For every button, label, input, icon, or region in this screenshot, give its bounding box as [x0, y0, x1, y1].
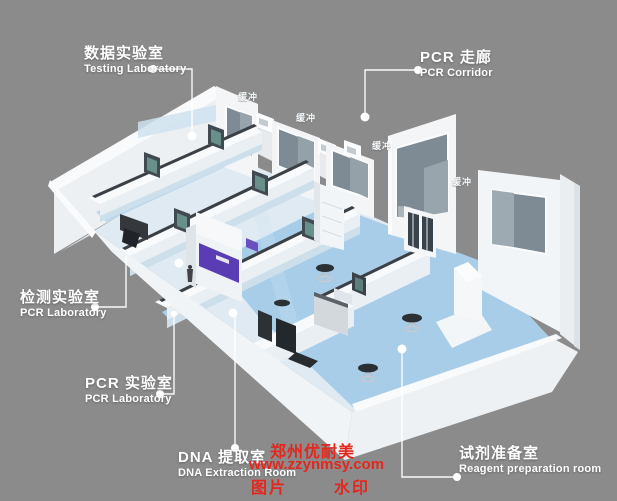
purple-panel	[199, 243, 239, 283]
label-inspection-laboratory-en: PCR Laboratory	[20, 306, 107, 319]
outer-wall-front-left	[48, 180, 352, 460]
wall-label-buffer-4: 缓冲	[452, 177, 473, 187]
watermark-tag-left: 图片	[251, 480, 288, 497]
label-pcr-corridor-en: PCR Corridor	[420, 66, 493, 79]
monitor	[144, 152, 160, 178]
label-pcr-corridor-zh: PCR 走廊	[420, 49, 492, 66]
stool	[316, 264, 334, 283]
label-pcr-laboratory-zh: PCR 实验室	[85, 375, 173, 392]
label-pcr-corridor: PCR 走廊 PCR Corridor	[420, 50, 493, 79]
label-pcr-laboratory-en: PCR Laboratory	[85, 392, 172, 405]
label-inspection-laboratory: 检测实验室 PCR Laboratory	[20, 290, 107, 319]
label-dna-extraction-room: DNA 提取室 DNA Extraction Room	[178, 450, 296, 479]
watermark-company: 郑州优耐美	[270, 444, 356, 461]
leader-lines	[95, 68, 457, 478]
monitor	[174, 208, 190, 234]
building	[48, 86, 580, 460]
stool	[274, 299, 290, 307]
electrophoresis-rack	[276, 318, 296, 354]
watermark-tag-right: 水印	[334, 480, 371, 497]
label-reagent-preparation-room-en: Reagent preparation room	[459, 462, 602, 475]
label-testing-laboratory-en: Testing Laboratory	[84, 62, 187, 75]
sink	[288, 352, 318, 368]
biosafety-cabinet	[186, 212, 258, 302]
label-dna-extraction-room-zh: DNA 提取室	[178, 449, 267, 466]
stools	[274, 264, 422, 383]
bench-row-1	[88, 124, 262, 222]
wall-label-buffer-1: 缓冲	[238, 92, 259, 102]
label-testing-laboratory-zh: 数据实验室	[84, 45, 165, 62]
person-figure	[187, 265, 193, 282]
monitor	[252, 170, 268, 196]
leader-dots	[91, 65, 461, 481]
label-testing-laboratory: 数据实验室 Testing Laboratory	[84, 46, 186, 75]
analyzer-unit	[314, 292, 348, 336]
leader-pcr-lab	[160, 314, 175, 395]
monitor	[208, 124, 224, 150]
right-wall	[478, 170, 580, 350]
electrophoresis-rack	[258, 310, 272, 342]
stool	[358, 363, 378, 383]
wall-label-buffer-3: 缓冲	[372, 141, 393, 151]
leader-inspection-lab	[95, 256, 127, 308]
bench-shelf-strip	[318, 246, 425, 298]
purple-sign	[246, 238, 258, 252]
stool	[402, 313, 422, 333]
pass-box-3	[344, 140, 361, 160]
back-left-wall	[50, 86, 224, 254]
label-pcr-laboratory: PCR 实验室 PCR Laboratory	[85, 376, 173, 405]
glass-partition	[138, 104, 220, 138]
wall-label-buffer-2: 缓冲	[296, 113, 317, 123]
watermark-website: www.zzynmsy.com	[249, 456, 385, 473]
pass-box-1	[256, 112, 274, 162]
monitor	[352, 272, 366, 296]
label-reagent-preparation-room: 试剂准备室 Reagent preparation room	[459, 446, 601, 475]
leader-testing-lab	[153, 68, 193, 135]
glass-cabinet	[404, 206, 436, 258]
leader-reagent-room	[401, 350, 457, 478]
workstation-desk	[120, 214, 148, 248]
leader-pcr-corridor	[364, 69, 418, 117]
pillar	[454, 262, 482, 322]
label-reagent-preparation-room-zh: 试剂准备室	[459, 445, 540, 462]
label-inspection-laboratory-zh: 检测实验室	[20, 289, 101, 306]
tall-cabinet	[314, 181, 344, 250]
outer-wall-front-right	[345, 334, 578, 460]
label-dna-extraction-room-en: DNA Extraction Room	[178, 466, 297, 479]
